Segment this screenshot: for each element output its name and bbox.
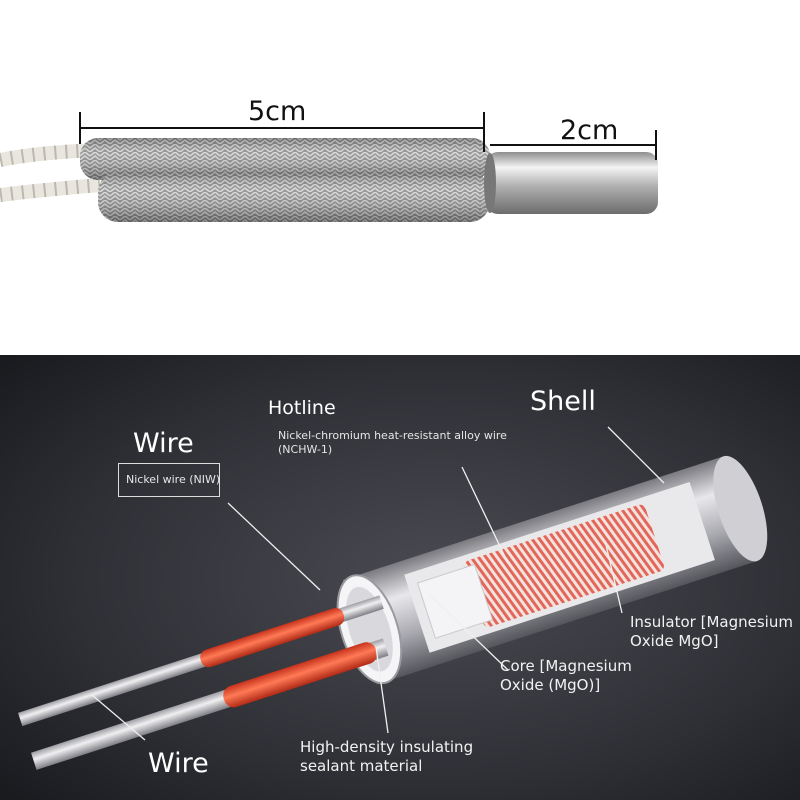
core-label: Core [Magnesium Oxide (MgO)] — [500, 657, 632, 694]
upper-lead-hot — [200, 607, 345, 668]
wire-top-description: Nickel wire (NIW) — [126, 473, 221, 486]
lead-lower — [0, 178, 101, 202]
heater-photo-illustration — [0, 112, 658, 222]
product-photo: 5cm 2cm — [0, 0, 800, 355]
cartridge-tube — [486, 152, 658, 214]
leader-lines — [91, 426, 665, 741]
lower-lead-hot — [223, 642, 377, 708]
dimension-short-label: 2cm — [560, 115, 619, 146]
wire-bottom-title: Wire — [148, 748, 209, 779]
hotline-title: Hotline — [268, 397, 336, 419]
cutaway-illustration — [0, 355, 800, 800]
dimension-long-label: 5cm — [248, 96, 307, 127]
hotline-coil — [464, 504, 664, 627]
insulator-label: Insulator [Magnesium Oxide MgO] — [630, 613, 793, 650]
cutaway-diagram: Shell Hotline Nickel-chromium heat-resis… — [0, 355, 800, 800]
hotline-description: Nickel-chromium heat-resistant alloy wir… — [278, 429, 507, 456]
sealant-label: High-density insulating sealant material — [300, 738, 474, 775]
wire-top-bracket — [118, 463, 220, 497]
shell-label: Shell — [530, 386, 596, 417]
wire-top-title: Wire — [133, 428, 194, 459]
